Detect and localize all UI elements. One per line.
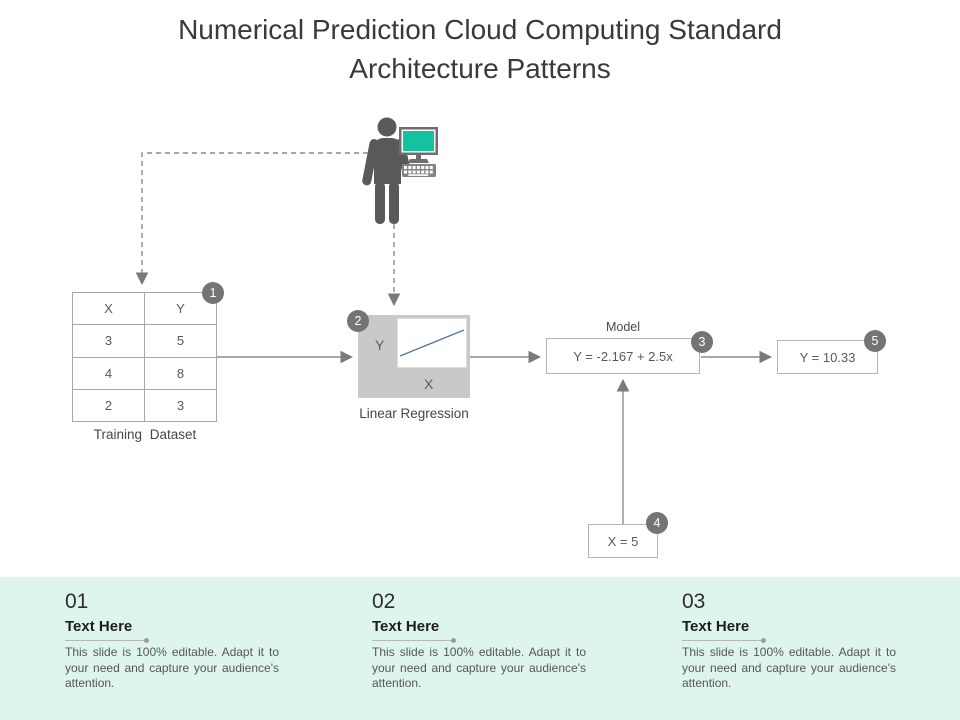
- divider-dot: [761, 638, 766, 643]
- footer-number: 03: [682, 590, 706, 613]
- table-header-cell: X: [72, 291, 145, 326]
- x-axis-label: X: [424, 376, 434, 392]
- page-title: Numerical Prediction Cloud Computing Sta…: [178, 14, 782, 84]
- table-row: 4 8: [72, 356, 217, 390]
- footer-body-text: This slide is 100% editable. Adapt it to…: [65, 645, 279, 690]
- footer-body-text: This slide is 100% editable. Adapt it to…: [682, 645, 896, 690]
- table-cell: 4: [72, 356, 145, 390]
- divider-line: [65, 638, 149, 643]
- table-caption: Training Dataset: [93, 427, 197, 442]
- footer-item-3: 03 Text Here This slide is 100% editable…: [682, 590, 900, 692]
- output-value-box: Y = 10.33: [777, 340, 878, 374]
- footer-body-text: This slide is 100% editable. Adapt it to…: [372, 645, 586, 690]
- y-axis-label: Y: [375, 337, 385, 353]
- table-row: 3 5: [72, 324, 217, 358]
- table-row: 2 3: [72, 388, 217, 423]
- table-cell: 5: [144, 324, 217, 358]
- step-badge-1: 1: [202, 282, 224, 304]
- linear-regression-label: Linear Regression: [359, 406, 469, 421]
- table-cell: 8: [144, 356, 217, 390]
- divider-line: [372, 638, 456, 643]
- divider-dot: [144, 638, 149, 643]
- model-formula-box: Y = -2.167 + 2.5x: [546, 338, 700, 374]
- table-cell: 2: [72, 388, 145, 423]
- table-cell: 3: [72, 324, 145, 358]
- table-header-cell: Y: [144, 291, 217, 326]
- person-at-computer-icon: [362, 117, 438, 224]
- linear-regression-box: Y X: [358, 315, 470, 398]
- step-badge-4: 4: [646, 512, 668, 534]
- divider-line: [682, 638, 766, 643]
- monitor-icon: [399, 127, 438, 163]
- table-header-row: X Y: [72, 291, 217, 326]
- dashed-connector-person-to-table: [135, 152, 368, 286]
- table-cell: 3: [144, 388, 217, 423]
- step-badge-5: 5: [864, 330, 886, 352]
- training-dataset-table: X Y 3 5 4 8 2 3: [72, 291, 217, 423]
- divider-dot: [451, 638, 456, 643]
- footer-strip: 01 Text Here This slide is 100% editable…: [0, 577, 960, 720]
- input-value-box: X = 5: [588, 524, 658, 558]
- model-label: Model: [605, 320, 641, 334]
- regression-line: [399, 329, 465, 357]
- person-icon: [362, 117, 412, 224]
- step-badge-2: 2: [347, 310, 369, 332]
- footer-number: 02: [372, 590, 396, 613]
- step-badge-3: 3: [691, 331, 713, 353]
- footer-heading: Text Here: [682, 618, 750, 635]
- footer-number: 01: [65, 590, 89, 613]
- footer-heading: Text Here: [372, 618, 440, 635]
- footer-item-2: 02 Text Here This slide is 100% editable…: [372, 590, 590, 692]
- footer-item-1: 01 Text Here This slide is 100% editable…: [65, 590, 283, 692]
- regression-plot: [397, 318, 467, 368]
- footer-heading: Text Here: [65, 618, 133, 635]
- keyboard-icon: [402, 164, 436, 177]
